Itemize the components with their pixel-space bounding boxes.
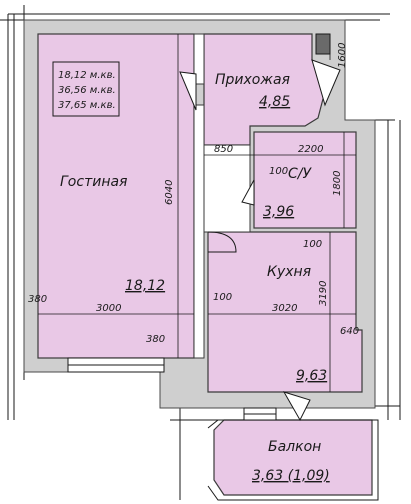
dim-living-wall-left: 380 bbox=[28, 294, 47, 305]
dim-hall-door-width: 1600 bbox=[337, 43, 348, 68]
kitchen-room-area: 9,63 bbox=[296, 368, 327, 384]
living-door bbox=[179, 71, 197, 111]
room-bath bbox=[253, 131, 357, 229]
bath-room-name: С/У bbox=[288, 166, 312, 182]
kitchen-room-name: Кухня bbox=[267, 264, 311, 280]
living-window bbox=[67, 357, 165, 373]
dim-bath-width: 2200 bbox=[298, 144, 323, 155]
rooms bbox=[37, 33, 373, 496]
dim-living-width: 3000 bbox=[96, 303, 121, 314]
dim-kitchen-width: 3020 bbox=[272, 303, 297, 314]
dim-kitchen-wall-right: 640 bbox=[340, 326, 359, 337]
dim-kitchen-wall-top: 100 bbox=[303, 239, 322, 250]
dim-bath-height: 1800 bbox=[332, 171, 343, 196]
dim-hall-width: 850 bbox=[214, 144, 233, 155]
balcony-room-name: Балкон bbox=[268, 439, 321, 455]
living-room-area: 18,12 bbox=[125, 278, 165, 294]
entrance-door bbox=[311, 33, 341, 107]
balcony-door bbox=[243, 391, 311, 422]
bath-door bbox=[241, 179, 255, 206]
summary-total-area-with-balcony: 37,65 м.кв. bbox=[58, 100, 116, 111]
dim-kitchen-height: 3190 bbox=[318, 281, 329, 306]
kitchen-door bbox=[207, 231, 237, 253]
living-room-name: Гостиная bbox=[60, 174, 127, 190]
summary-box bbox=[52, 61, 120, 117]
dimension-lines bbox=[38, 34, 356, 392]
dim-living-height: 6040 bbox=[164, 180, 175, 205]
balcony-frame bbox=[207, 419, 379, 501]
dim-kitchen-wall-left: 100 bbox=[213, 292, 232, 303]
hall-room-name: Прихожая bbox=[215, 72, 290, 88]
summary-living-area: 18,12 м.кв. bbox=[58, 70, 116, 81]
partitions bbox=[193, 33, 251, 359]
dim-bath-wall: 100 bbox=[269, 166, 288, 177]
dim-bottom-wall: 380 bbox=[146, 334, 165, 345]
hall-room-area: 4,85 bbox=[259, 94, 290, 110]
balcony-room-area: 3,63 (1,09) bbox=[252, 468, 330, 484]
summary-total-area: 36,56 м.кв. bbox=[58, 85, 116, 96]
room-kitchen bbox=[207, 231, 363, 393]
room-living bbox=[37, 33, 195, 359]
bath-room-area: 3,96 bbox=[263, 204, 294, 220]
